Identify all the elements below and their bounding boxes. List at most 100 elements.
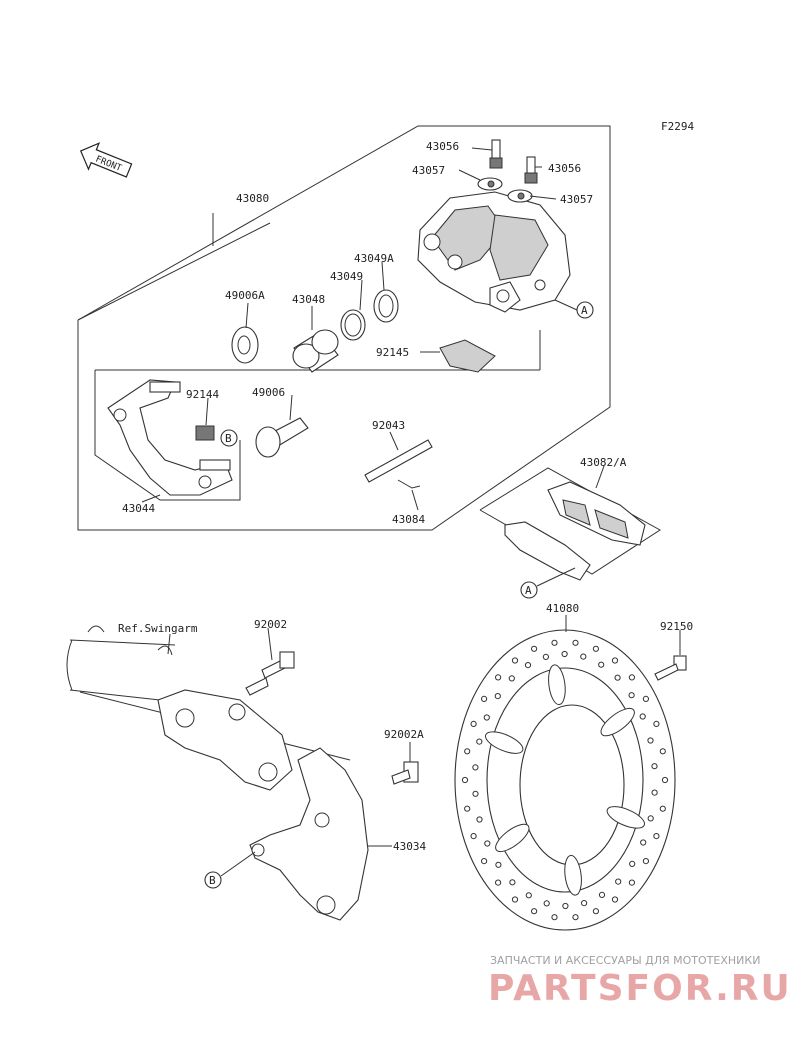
disc-hole	[611, 896, 619, 903]
disc-hole	[511, 657, 519, 664]
disc-hole	[561, 650, 568, 658]
disc-vent-holes	[461, 639, 669, 921]
part-label: 92002	[254, 618, 287, 631]
bolt-92002a	[391, 761, 419, 785]
piston-43048	[292, 329, 339, 373]
disc-slot	[485, 731, 524, 754]
disc-hole	[476, 738, 483, 745]
callout-b-upper: B	[220, 429, 238, 447]
part-label: 92002A	[384, 728, 424, 741]
part-label: 43082/A	[580, 456, 627, 469]
part-label: 43056	[548, 162, 581, 175]
bracket-subframe	[94, 330, 541, 501]
bleeder-cap-left	[477, 177, 503, 191]
callout-a-lower: A	[520, 567, 576, 599]
disc-hole	[484, 840, 491, 847]
boot-49006a	[231, 326, 259, 364]
bleeder-cap-right	[507, 189, 533, 203]
part-label: 43080	[236, 192, 269, 205]
disc-hole	[629, 860, 636, 868]
disc-hole	[470, 720, 477, 728]
disc-hole	[661, 776, 669, 784]
part-label: 92144	[186, 388, 219, 401]
part-label: 41080	[546, 602, 579, 615]
disc-hole	[481, 695, 488, 703]
part-label: 92145	[376, 346, 409, 359]
disc-hole	[628, 692, 635, 699]
disc-hole	[495, 879, 502, 886]
disc-hole	[531, 908, 538, 915]
bleeder-screw-left	[489, 139, 503, 169]
disc-hole	[551, 639, 558, 646]
disc-hole	[653, 833, 660, 840]
callout-a-lower-label: A	[525, 584, 532, 597]
disc-hole	[572, 914, 579, 921]
pad-spring-92144	[195, 425, 215, 441]
disc-slot	[495, 823, 530, 853]
disc-hole	[647, 737, 654, 744]
bolt-92150	[654, 655, 687, 681]
callout-a-upper: A	[554, 299, 594, 319]
part-label: 43084	[392, 513, 425, 526]
callout-b-lower: B	[204, 851, 256, 889]
disc-hole	[628, 674, 636, 681]
caliper-assembly-frame	[77, 125, 611, 531]
disc-hole	[640, 839, 647, 846]
disc-slot	[564, 854, 582, 896]
disc-slot	[606, 806, 645, 829]
bolt-92002-lower	[245, 677, 269, 696]
disc-hole	[495, 674, 502, 681]
seal-43049	[340, 309, 366, 341]
disc-hole	[614, 674, 621, 681]
watermark-logo: PARTSFOR.RU	[488, 968, 792, 1009]
disc-hole	[639, 713, 646, 720]
part-label: 92043	[372, 419, 405, 432]
disc-hole	[472, 790, 479, 797]
ref-swingarm-label: Ref.Swingarm	[118, 622, 198, 635]
disc-hole	[531, 645, 538, 652]
disc-hole	[508, 675, 515, 682]
disc-slots	[485, 664, 645, 896]
disc-hole	[551, 914, 558, 921]
disc-hole	[581, 900, 588, 907]
disc-hole	[472, 764, 479, 771]
disc-hole	[592, 908, 600, 915]
part-label: 43056	[426, 140, 459, 153]
caliper-bracket-43034	[249, 747, 369, 921]
front-arrow-icon: FRONT	[79, 142, 133, 178]
watermark-tagline: ЗАПЧАСТИ И АКСЕССУАРЫ ДЛЯ МОТОТЕХНИКИ	[490, 954, 760, 967]
disc-hole	[592, 645, 600, 652]
clip-43084	[397, 479, 421, 489]
disc-hole	[464, 805, 471, 812]
leader-lines	[141, 147, 681, 847]
disc-hole	[481, 858, 488, 865]
part-label: 43034	[393, 840, 426, 853]
disc-hole	[495, 861, 502, 868]
disc-hole	[509, 879, 516, 886]
part-label: 43049	[330, 270, 363, 283]
disc-slot	[600, 707, 635, 737]
disc-hole	[464, 748, 471, 755]
disc-hole	[651, 789, 658, 796]
callout-a-upper-label: A	[581, 304, 588, 317]
part-label: 49006A	[225, 289, 265, 302]
bolt-92002	[261, 651, 295, 679]
part-label: 92150	[660, 620, 693, 633]
brake-pads-43082	[504, 481, 646, 581]
callout-b-lower-label: B	[209, 874, 216, 887]
disc-hole	[611, 657, 619, 664]
disc-hole	[476, 816, 483, 823]
caliper-body	[417, 191, 571, 313]
disc-hole	[642, 858, 650, 865]
brake-disc-41080	[454, 629, 676, 931]
part-label: 43057	[560, 193, 593, 206]
disc-hole	[659, 805, 666, 812]
disc-hole	[615, 878, 622, 885]
callout-b-upper-label: B	[225, 432, 232, 445]
part-label: 43057	[412, 164, 445, 177]
disc-hole	[525, 892, 532, 899]
disc-hole	[580, 653, 587, 660]
disc-hole	[524, 662, 532, 669]
disc-hole	[647, 815, 654, 822]
